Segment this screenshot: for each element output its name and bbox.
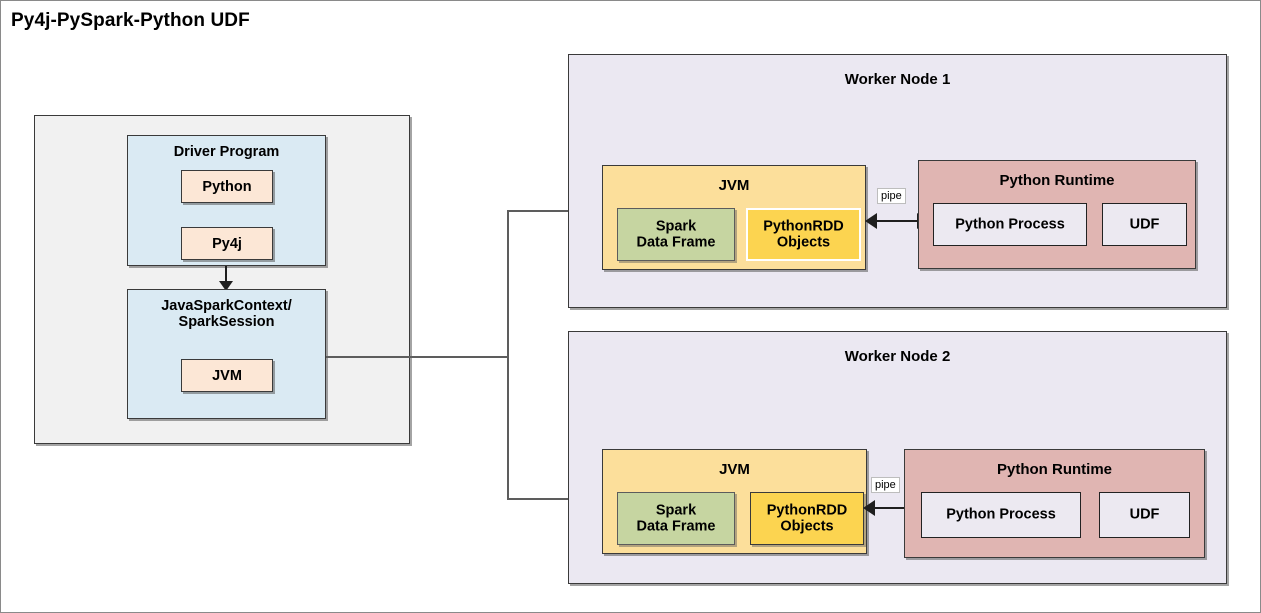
worker1-pipe-label: pipe xyxy=(877,188,906,204)
worker1-pythonrdd-label: PythonRDD Objects xyxy=(763,217,844,251)
driver-arrow-shaft xyxy=(225,266,227,284)
driver-py4j-box: Py4j xyxy=(181,227,273,260)
worker1-python-process-label: Python Process xyxy=(955,216,1065,233)
worker2-python-process-box: Python Process xyxy=(921,492,1081,538)
worker1-pipe-shaft xyxy=(875,220,919,222)
worker1-python-runtime-label: Python Runtime xyxy=(999,172,1115,189)
connector-trunk-segment xyxy=(507,210,509,500)
worker2-udf-label: UDF xyxy=(1129,506,1160,523)
connector-driver-segment xyxy=(326,356,508,358)
worker2-pythonrdd-label: PythonRDD Objects xyxy=(766,501,848,535)
worker1-pipe-arrow-left-icon xyxy=(865,213,877,229)
driver-py4j-label: Py4j xyxy=(212,235,242,252)
worker2-jvm-label: JVM xyxy=(719,461,750,478)
driver-arrow-head-icon xyxy=(219,281,233,291)
connector-worker1-segment xyxy=(507,210,585,212)
worker1-jvm-box: JVM Spark Data Frame PythonRDD Objects xyxy=(602,165,866,270)
worker-node-1-container: Worker Node 1 JVM Spark Data Frame Pytho… xyxy=(568,54,1227,308)
driver-python-box: Python xyxy=(181,170,273,203)
spark-session-box: JavaSparkContext/ SparkSession xyxy=(127,289,326,419)
worker2-pipe-arrow-left-icon xyxy=(863,500,875,516)
worker1-udf-box: UDF xyxy=(1102,203,1187,246)
worker2-python-runtime-label: Python Runtime xyxy=(997,461,1112,478)
page-title: Py4j-PySpark-Python UDF xyxy=(11,10,250,31)
driver-program-label: Driver Program xyxy=(173,144,280,160)
worker2-pythonrdd-box: PythonRDD Objects xyxy=(750,492,864,545)
connector-worker2-segment xyxy=(507,498,585,500)
worker-node-2-title: Worker Node 2 xyxy=(844,348,951,365)
worker2-spark-dataframe-box: Spark Data Frame xyxy=(617,492,735,545)
worker2-pipe-label: pipe xyxy=(871,477,900,493)
worker2-pipe-shaft xyxy=(872,507,906,509)
worker2-spark-dataframe-label: Spark Data Frame xyxy=(636,501,716,535)
worker1-udf-label: UDF xyxy=(1129,216,1160,233)
worker1-pythonrdd-box: PythonRDD Objects xyxy=(746,208,861,261)
worker2-jvm-box: JVM Spark Data Frame PythonRDD Objects xyxy=(602,449,867,554)
worker2-python-runtime-box: Python Runtime Python Process UDF xyxy=(904,449,1205,558)
worker2-udf-box: UDF xyxy=(1099,492,1190,538)
driver-jvm-label: JVM xyxy=(212,367,242,384)
worker1-python-process-box: Python Process xyxy=(933,203,1087,246)
worker-node-2-container: Worker Node 2 JVM Spark Data Frame Pytho… xyxy=(568,331,1227,584)
worker1-spark-dataframe-label: Spark Data Frame xyxy=(636,217,716,251)
spark-session-label: JavaSparkContext/ SparkSession xyxy=(161,298,292,331)
worker1-spark-dataframe-box: Spark Data Frame xyxy=(617,208,735,261)
worker2-python-process-label: Python Process xyxy=(946,506,1056,523)
driver-jvm-box: JVM xyxy=(181,359,273,392)
worker1-jvm-label: JVM xyxy=(718,177,750,194)
driver-python-label: Python xyxy=(202,178,252,195)
worker1-python-runtime-box: Python Runtime Python Process UDF xyxy=(918,160,1196,269)
worker-node-1-title: Worker Node 1 xyxy=(844,71,951,88)
